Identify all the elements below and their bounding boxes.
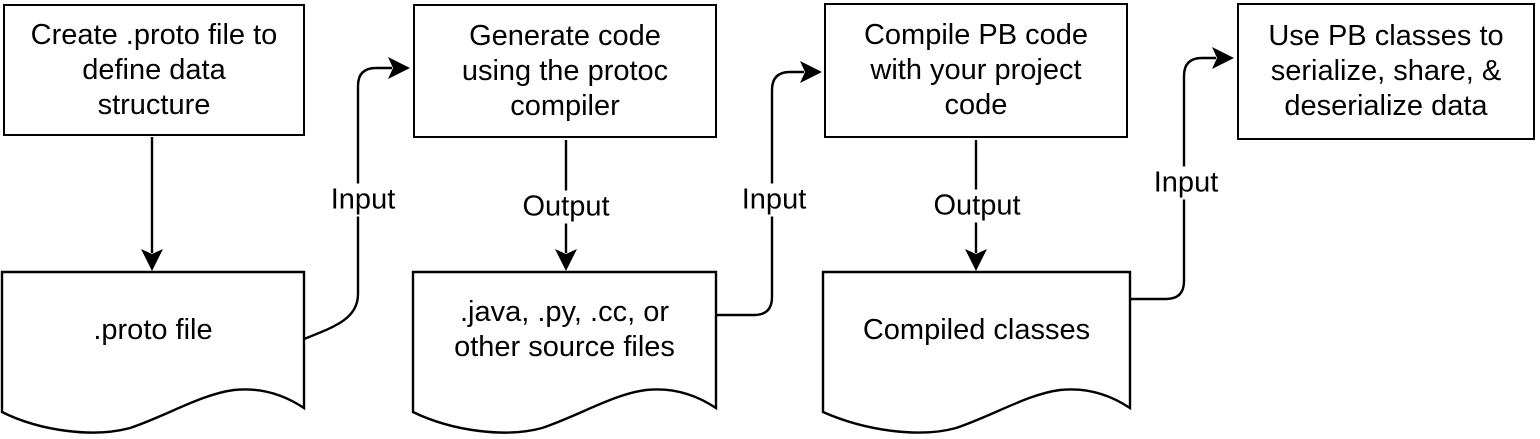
edge-label-input-1: Input	[326, 183, 400, 217]
process-box-compile-code-label: Compile PB code with your project code	[863, 19, 1089, 121]
arrowhead-right-2	[800, 61, 822, 83]
arrowhead-down-3	[965, 249, 987, 271]
arrowhead-right-1	[388, 57, 410, 79]
edge-label-input-2: Input	[737, 183, 811, 217]
process-box-generate-code: Generate code using the protoc compiler	[413, 4, 717, 138]
process-box-generate-code-label: Generate code using the protoc compiler	[461, 19, 669, 122]
connector-doc1-to-box2	[303, 66, 392, 341]
document-shape-proto-file	[0, 270, 306, 434]
process-box-compile-code: Compile PB code with your project code	[824, 3, 1128, 138]
document-shape-compiled-classes	[821, 270, 1132, 434]
document-shape-source-files	[411, 270, 718, 434]
edge-label-input-3: Input	[1149, 166, 1223, 200]
arrowhead-down-1	[141, 249, 163, 271]
edge-label-output-1: Output	[518, 190, 614, 224]
process-box-create-proto-label: Create .proto file to define data struct…	[30, 18, 278, 121]
process-box-use-classes: Use PB classes to serialize, share, & de…	[1237, 3, 1535, 140]
edge-label-output-2: Output	[929, 189, 1025, 223]
process-box-create-proto: Create .proto file to define data struct…	[3, 4, 305, 136]
arrowhead-down-2	[555, 249, 577, 271]
process-box-use-classes-label: Use PB classes to serialize, share, & de…	[1268, 20, 1504, 122]
arrowhead-right-3	[1212, 47, 1234, 69]
